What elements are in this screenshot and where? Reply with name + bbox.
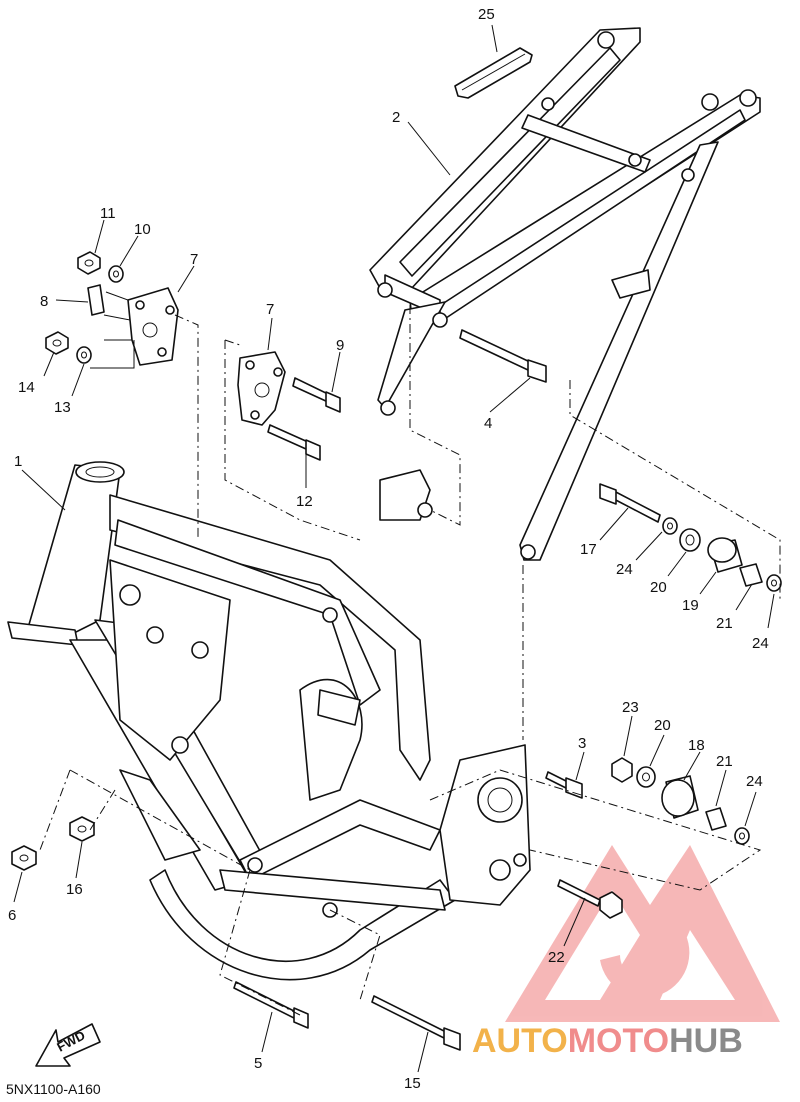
callout-10: 10 — [134, 221, 151, 238]
part-3-bolt — [545, 771, 583, 799]
part-13-washer — [76, 346, 92, 364]
callout-24-c: 24 — [746, 773, 763, 790]
part-11-nut — [77, 251, 101, 275]
part-9-bolt — [292, 377, 341, 413]
part-17-bolt — [599, 483, 661, 523]
part-5-bolt — [233, 981, 309, 1029]
callout-16: 16 — [66, 881, 83, 898]
callout-7-left: 7 — [190, 251, 198, 268]
callout-3: 3 — [578, 735, 586, 752]
part-25-bracket — [454, 47, 533, 99]
watermark-logo-icon — [505, 845, 780, 1022]
callout-4: 4 — [484, 415, 492, 432]
part-23-nut — [611, 757, 633, 783]
diagram-code: 5NX1100-A160 — [6, 1081, 101, 1097]
watermark-moto: MOTO — [568, 1022, 669, 1060]
callout-21-b: 21 — [716, 753, 733, 770]
callout-2: 2 — [392, 109, 400, 126]
part-24-washer-lower — [734, 827, 750, 845]
part-2-rear-subframe — [369, 27, 761, 561]
callout-19: 19 — [682, 597, 699, 614]
callout-11: 11 — [100, 205, 116, 222]
callout-17: 17 — [580, 541, 597, 558]
callout-1: 1 — [14, 453, 22, 470]
callout-13: 13 — [54, 399, 71, 416]
callout-21-a: 21 — [716, 615, 733, 632]
part-7-upper-bracket-left — [127, 287, 179, 366]
leader-lines — [13, 24, 775, 1073]
part-14-nut — [45, 331, 69, 355]
callout-9: 9 — [336, 337, 344, 354]
callout-5: 5 — [254, 1055, 262, 1072]
alignment-lines — [39, 305, 781, 1016]
callout-20-b: 20 — [654, 717, 671, 734]
callout-24-a: 24 — [616, 561, 633, 578]
callout-25: 25 — [478, 6, 495, 23]
part-18-bushing — [661, 775, 699, 819]
part-7-upper-bracket-right — [237, 351, 286, 426]
part-12-bolt — [267, 424, 321, 461]
watermark-text: AUTOMOTOHUB — [472, 1022, 743, 1060]
callout-15: 15 — [404, 1075, 421, 1092]
part-16-nut — [69, 816, 95, 842]
callout-20-a: 20 — [650, 579, 667, 596]
part-22-bolt — [557, 879, 623, 919]
part-15-bolt — [371, 995, 461, 1051]
callout-18: 18 — [688, 737, 705, 754]
callout-24-b: 24 — [752, 635, 769, 652]
part-8-damper — [87, 284, 105, 316]
part-1-main-frame — [7, 461, 531, 981]
callout-23: 23 — [622, 699, 639, 716]
part-6-nut — [11, 845, 37, 871]
part-20-bearing-lower — [636, 766, 656, 788]
watermark-hub: HUB — [669, 1022, 743, 1060]
callout-12: 12 — [296, 493, 313, 510]
callout-numbers: 25 2 11 10 7 8 14 13 7 9 12 4 1 17 24 20… — [8, 6, 769, 1092]
part-21-collar-lower — [705, 807, 727, 831]
callout-8: 8 — [40, 293, 48, 310]
watermark-auto: AUTO — [472, 1022, 568, 1060]
part-19-bushing — [707, 537, 743, 573]
callout-6: 6 — [8, 907, 16, 924]
part-21-collar-upper — [739, 563, 763, 587]
part-10-washer — [108, 265, 124, 283]
svg-text:AUTOMOTOHUB: AUTOMOTOHUB — [472, 1022, 743, 1060]
fwd-arrow-icon: FWD — [35, 1023, 101, 1067]
part-24-washer-upper-right — [766, 574, 782, 592]
callout-22: 22 — [548, 949, 565, 966]
part-4-bolt — [459, 329, 547, 383]
callout-7-right: 7 — [266, 301, 274, 318]
part-24-washer-upper-left — [662, 517, 678, 535]
part-20-bearing-upper — [679, 528, 701, 552]
callout-14: 14 — [18, 379, 35, 396]
